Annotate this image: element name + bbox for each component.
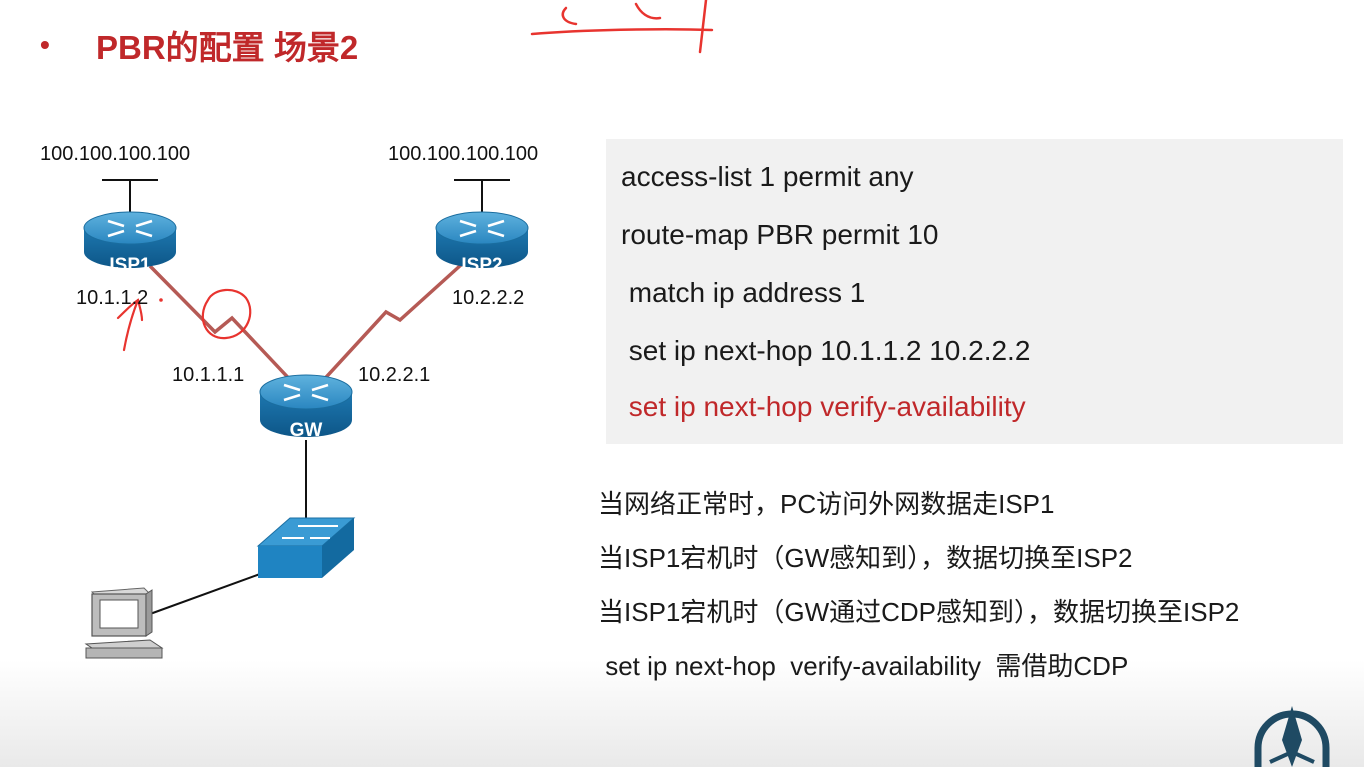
- logo-icon: [1254, 706, 1330, 767]
- note-line-2: 当ISP1宕机时（GW感知到），数据切换至ISP2: [598, 543, 1133, 573]
- handwriting-annotation: [116, 288, 252, 352]
- router-arrows-icon: [283, 383, 329, 402]
- isp2-lan-stub: [454, 179, 510, 212]
- router-isp2-label: ISP2: [461, 255, 502, 276]
- router-gw[interactable]: GW: [259, 374, 353, 441]
- router-isp2[interactable]: ISP2: [435, 211, 529, 276]
- gw-isp2-label: 10.2.2.1: [358, 364, 431, 386]
- note-line-1: 当网络正常时，PC访问外网数据走ISP1: [598, 489, 1055, 519]
- link-isp2-gw: [316, 262, 464, 388]
- config-line-4: set ip next-hop 10.1.1.2 10.2.2.2: [621, 335, 1031, 366]
- handwriting-top: [530, 0, 714, 54]
- isp1-wan-label: 10.1.1.2: [76, 287, 149, 309]
- config-line-1: access-list 1 permit any: [621, 161, 914, 192]
- slide-title: • PBR的配置 场景2: [40, 22, 358, 68]
- title-bullet: •: [40, 29, 50, 60]
- router-isp1[interactable]: ISP1: [83, 211, 177, 276]
- link-isp1-gw: [148, 264, 298, 388]
- switch-icon[interactable]: [256, 517, 356, 578]
- config-line-2: route-map PBR permit 10: [621, 219, 939, 250]
- isp1-lan-label: 100.100.100.100: [40, 143, 191, 165]
- router-isp1-label: ISP1: [109, 255, 151, 276]
- gw-isp1-label: 10.1.1.1: [172, 364, 245, 386]
- config-line-5: set ip next-hop verify-availability: [621, 391, 1026, 422]
- router-arrows-icon: [107, 219, 153, 238]
- config-box: access-list 1 permit any route-map PBR p…: [606, 139, 1343, 444]
- isp2-wan-label: 10.2.2.2: [452, 287, 525, 309]
- isp1-lan-stub: [102, 179, 158, 212]
- link-switch-pc: [149, 573, 261, 615]
- note-line-3: 当ISP1宕机时（GW通过CDP感知到），数据切换至ISP2: [598, 597, 1240, 627]
- pc-icon[interactable]: [84, 587, 164, 659]
- isp2-lan-label: 100.100.100.100: [388, 143, 539, 165]
- router-gw-label: GW: [290, 420, 323, 441]
- config-line-3: match ip address 1: [621, 277, 866, 308]
- router-arrows-icon: [459, 219, 505, 238]
- note-line-4: set ip next-hop verify-availability 需借助C…: [598, 651, 1129, 681]
- title-text: PBR的配置 场景2: [96, 29, 359, 66]
